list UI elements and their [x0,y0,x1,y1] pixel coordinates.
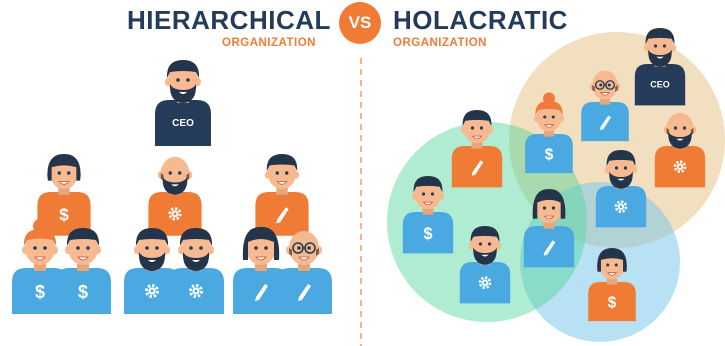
vs-badge: VS [339,2,381,44]
shirt [155,100,211,146]
svg-text:$: $ [608,295,617,312]
shirt [37,192,91,236]
person-design-1 [233,226,289,314]
hair [179,228,213,246]
shirt [525,134,573,174]
dollar-icon: $ [35,282,45,302]
head [666,112,694,144]
svg-text:$: $ [545,147,554,164]
dollar-icon: $ [545,147,554,164]
person-h-long: $ [588,248,636,322]
hair [47,154,81,181]
hair [413,176,443,193]
head [181,231,211,265]
person-design-2 [276,231,332,314]
person-finance-2: $ [55,228,111,314]
hair [266,154,298,172]
head [646,30,674,62]
person-design-lead [255,154,309,236]
pencil-icon [298,284,311,301]
left-subtitle: ORGANIZATION [222,37,316,49]
head [607,152,635,184]
person-finance-1: $ [12,219,68,314]
hair [535,100,563,116]
person-h-bald-beard [654,112,706,188]
head [168,63,198,97]
ceo-label: CEO [172,118,194,129]
person-finance-lead: $ [37,154,91,236]
dollar-icon: $ [423,225,432,243]
person-ops-1 [124,228,180,314]
head [536,102,562,132]
person-h-bun: $ [525,92,573,174]
gear-icon [145,284,159,298]
head [25,231,55,265]
head [137,231,167,265]
person-h-gear-beard [459,226,511,304]
hair [166,60,200,78]
person-h-mustache [595,150,647,228]
person-h-bob [523,189,575,268]
hair [606,150,636,167]
right-title: HOLACRATIC [393,5,568,35]
hair [597,248,627,272]
person-ceo: CEO [155,60,211,146]
shirt [55,268,111,314]
head [414,178,442,210]
hair [23,229,57,246]
hair [462,110,492,127]
head [267,156,297,190]
person-h-glasses [581,70,629,142]
pencil-icon [543,240,556,256]
holacratic-group: CEO $ $ $ [402,27,706,322]
svg-text:$: $ [59,206,69,225]
head [160,156,190,190]
pencil-icon [471,160,484,176]
gear-icon [168,207,182,221]
pencil-icon [255,284,268,301]
pencil-icon [599,115,611,131]
left-title: HIERARCHICAL [127,5,331,35]
shirt [12,268,68,314]
person-ops-lead [148,156,202,236]
dollar-icon: $ [59,206,69,225]
hair [645,27,675,45]
gear-icon [189,284,203,298]
svg-text:$: $ [423,225,432,243]
hair [242,226,280,260]
person-ops-2 [168,228,224,314]
person-h-ceo: CEO [634,27,686,106]
ceo-badge: CEO [650,79,670,89]
head [463,112,491,144]
shirt [588,282,636,322]
hierarchical-group: CEO $ $ $ [12,60,332,314]
ceo-label: CEO [650,79,670,89]
ceo-badge: CEO [172,118,194,129]
dollar-icon: $ [78,282,88,302]
hair [66,228,100,246]
hair [470,226,500,243]
svg-text:$: $ [35,282,45,302]
shirt [634,64,686,106]
gear-icon [478,276,492,290]
dollar-icon: $ [608,295,617,312]
person-h-dollar: $ [402,176,454,254]
hair [135,228,169,246]
svg-text:$: $ [78,282,88,302]
shirt [402,212,454,254]
pencil-icon [276,207,289,224]
person-h-pencil [451,110,503,188]
head [471,228,499,260]
hair [532,189,566,219]
head [68,231,98,265]
right-subtitle: ORGANIZATION [393,37,487,49]
